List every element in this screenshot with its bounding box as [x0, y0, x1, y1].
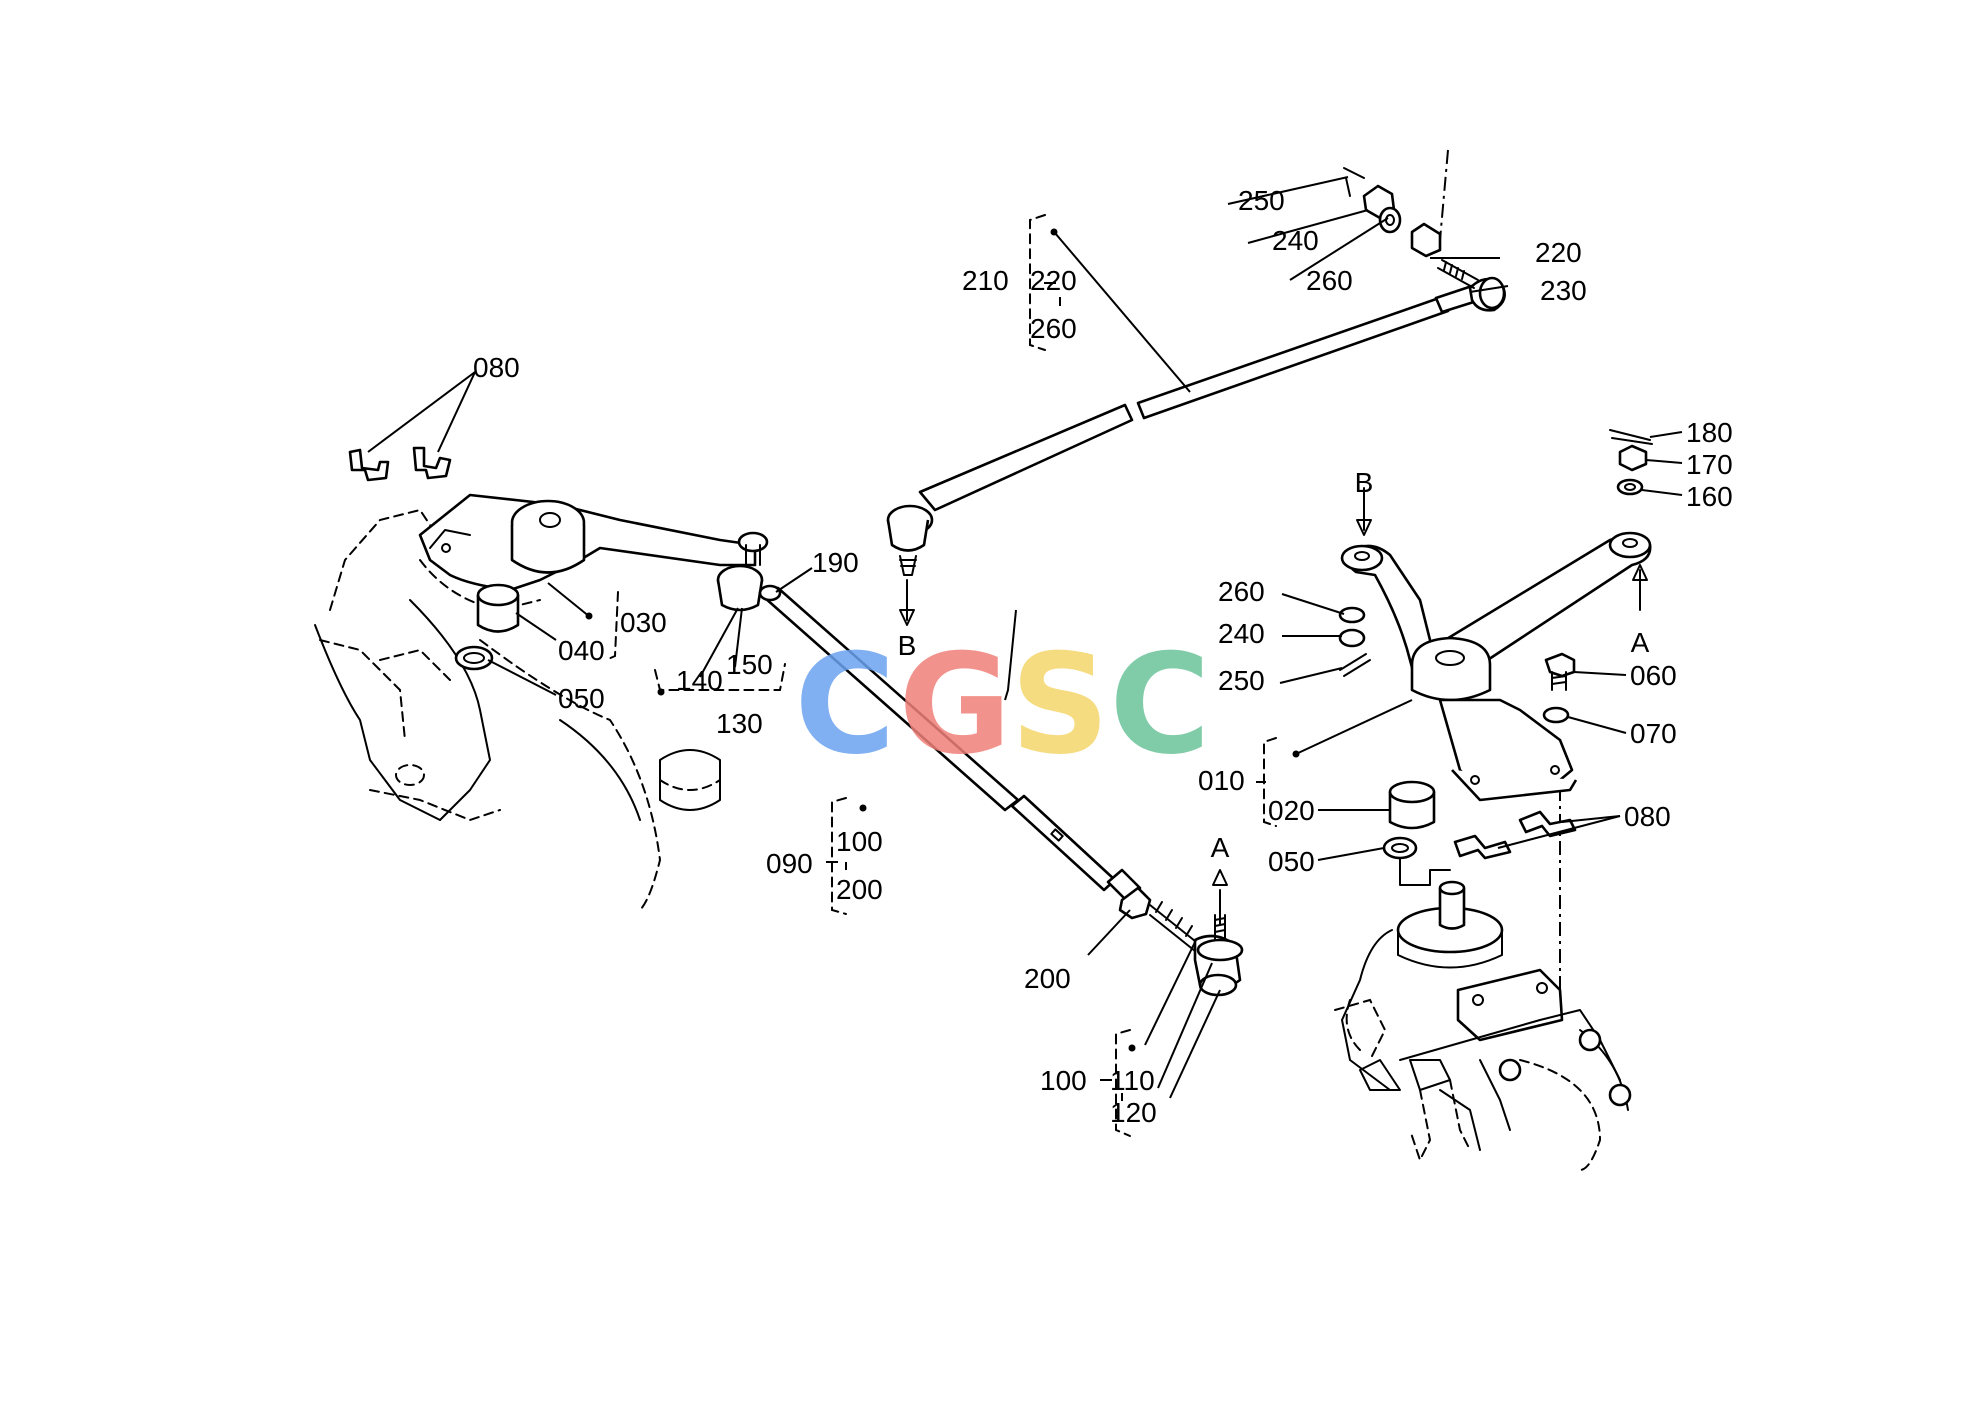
- callout-140: 140: [676, 665, 723, 696]
- callout-230: 230: [1540, 275, 1587, 306]
- lock-plates-080-left: [348, 446, 452, 482]
- callout-020: 020: [1268, 795, 1315, 826]
- marker-a-tie-rod: A: [1211, 832, 1230, 863]
- callout-260-top: 260: [1306, 265, 1353, 296]
- callout-200-group: 200: [836, 874, 883, 905]
- callout-160: 160: [1686, 481, 1733, 512]
- callout-100-group: 100: [836, 826, 883, 857]
- bushing-040: [476, 583, 520, 633]
- seal-050-left: [454, 645, 494, 671]
- right-gearbox-housing: [1334, 760, 1632, 1171]
- callout-050-left: 050: [558, 683, 605, 714]
- drag-link-hardware: [1343, 149, 1449, 258]
- callout-250-top: 250: [1238, 185, 1285, 216]
- drag-link-210: [886, 259, 1506, 576]
- marker-b-drag-link: B: [898, 630, 917, 661]
- callout-260-group: 260: [1030, 313, 1077, 344]
- callout-220-group: 220: [1030, 265, 1077, 296]
- callout-240-top: 240: [1272, 225, 1319, 256]
- marker-arrows: [899, 487, 1648, 926]
- callout-260-right: 260: [1218, 576, 1265, 607]
- callout-090: 090: [766, 848, 813, 879]
- lock-plates-080-right: [1453, 810, 1577, 860]
- watermark-letter-c1: C: [794, 624, 895, 785]
- leader-lines: [367, 176, 1683, 1099]
- marker-a-arm: A: [1631, 627, 1650, 658]
- watermark-letter-g: G: [898, 624, 1011, 785]
- callout-180: 180: [1686, 417, 1733, 448]
- tie-rod-end-100: [1149, 901, 1244, 997]
- right-arm-hardware: [1338, 429, 1653, 724]
- callout-150: 150: [726, 649, 773, 680]
- marker-b-arm: B: [1355, 467, 1374, 498]
- tie-rod-090: [758, 584, 1142, 902]
- callout-100: 100: [1040, 1065, 1087, 1096]
- callout-060: 060: [1630, 660, 1677, 691]
- callout-010: 010: [1198, 765, 1245, 796]
- right-steering-arm: [1340, 531, 1652, 802]
- callout-080-right: 080: [1624, 801, 1671, 832]
- group-dots: [585, 228, 1300, 1052]
- callout-250-right: 250: [1218, 665, 1265, 696]
- callout-170: 170: [1686, 449, 1733, 480]
- callout-190: 190: [812, 547, 859, 578]
- callout-030: 030: [620, 607, 667, 638]
- callout-080-left: 080: [473, 352, 520, 383]
- group-ticks: [826, 282, 1266, 1101]
- callout-240-right: 240: [1218, 618, 1265, 649]
- callout-120: 120: [1110, 1097, 1157, 1128]
- arrow-markers: A A B B: [898, 467, 1650, 863]
- callout-200: 200: [1024, 963, 1071, 994]
- bushing-020: [1388, 780, 1436, 830]
- lock-nut-200: [1118, 886, 1152, 920]
- tie-rod-end-130: [716, 531, 769, 612]
- callout-130: 130: [716, 708, 763, 739]
- callout-110: 110: [1110, 1065, 1155, 1096]
- watermark-letter-c2: C: [1109, 624, 1210, 785]
- callout-050-right: 050: [1268, 846, 1315, 877]
- watermark: C G S C: [794, 624, 1210, 785]
- callout-040: 040: [558, 635, 605, 666]
- left-steering-arm: [418, 493, 757, 592]
- callout-220-top: 220: [1535, 237, 1582, 268]
- seal-050-right: [1382, 836, 1451, 886]
- callout-labels: 080 190 030 040 050 140 150 130 210 220 …: [473, 185, 1733, 1128]
- callout-070: 070: [1630, 718, 1677, 749]
- callout-210: 210: [962, 265, 1009, 296]
- watermark-letter-s: S: [1010, 624, 1109, 785]
- left-gearbox-housing: [314, 508, 721, 911]
